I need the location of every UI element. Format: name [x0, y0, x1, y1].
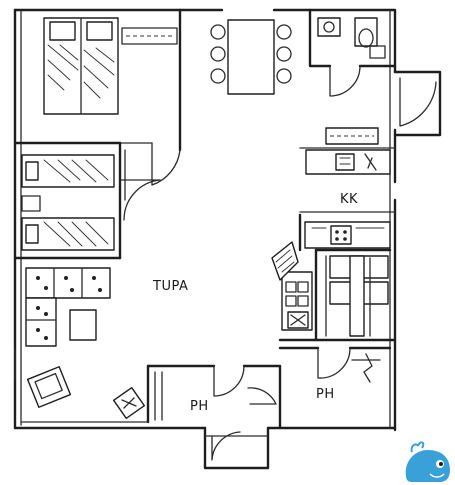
toilet-door-swing [329, 65, 361, 97]
bedroom-door-swing [151, 142, 181, 186]
bunk-bed-upper [21, 154, 115, 188]
armchair [26, 366, 72, 408]
bunk-room [13, 141, 161, 260]
bedroom-wardrobe [121, 27, 178, 45]
kitchen [298, 127, 396, 252]
sauna-block [271, 241, 397, 342]
washroom-1-door-swing [213, 365, 245, 397]
bunk-bed-lower [21, 217, 115, 251]
bunk-room-door-swing [119, 179, 161, 221]
toilet-room [308, 8, 397, 97]
dining-table [210, 19, 292, 95]
double-bed [43, 17, 119, 115]
label-washroom-2: PH [316, 387, 335, 402]
washroom-2-door-swing [317, 347, 351, 379]
label-washroom-1: PH [190, 399, 209, 414]
washrooms [146, 346, 392, 430]
corner-sofa [25, 267, 111, 347]
label-living-room: TUPA [152, 279, 188, 294]
whale-logo [405, 441, 450, 482]
tv-stand [112, 386, 146, 420]
bottom-entrance-door [203, 426, 270, 470]
bedroom [13, 8, 182, 186]
outer-walls [13, 8, 397, 432]
coffee-table [69, 309, 97, 341]
living-room-furniture [14, 267, 146, 420]
label-kitchen: KK [340, 192, 358, 207]
entrance-door [393, 70, 442, 137]
bunk-room-shelf [21, 195, 41, 212]
